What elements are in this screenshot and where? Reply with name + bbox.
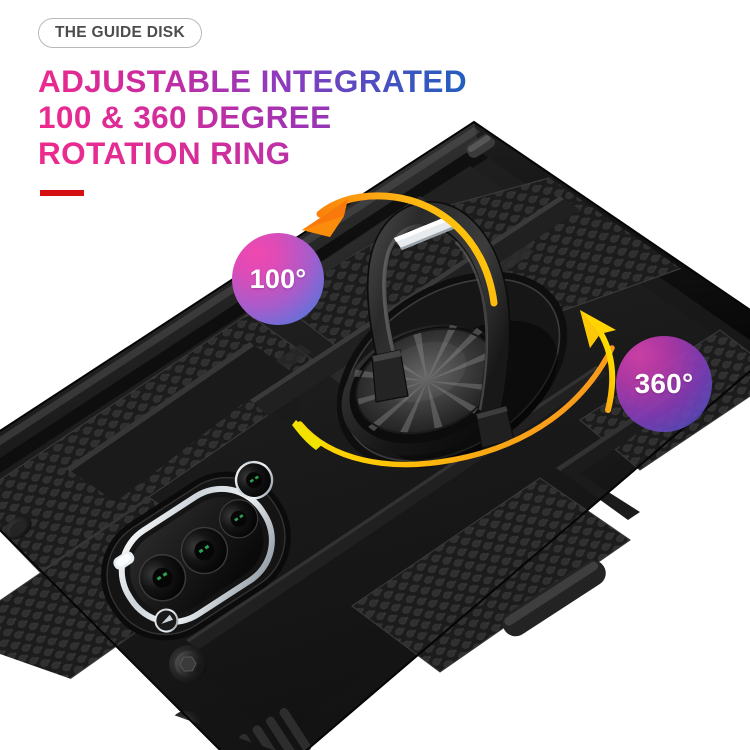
callout-badge-360-label: 360° [634, 368, 694, 399]
guide-disk-badge: THE GUIDE DISK [38, 18, 202, 48]
metal-tab [394, 216, 456, 250]
ring-kickstand[interactable] [323, 201, 583, 492]
page-title: ADJUSTABLE INTEGRATED 100 & 360 DEGREE R… [38, 63, 467, 171]
headline-line-2: 100 & 360 DEGREE [38, 99, 467, 135]
camera-flash [113, 551, 135, 570]
title-underline-rule [40, 190, 84, 196]
headline-line-3: ROTATION RING [38, 135, 467, 171]
camera-sensor [154, 608, 179, 633]
camera-lens [219, 499, 259, 539]
camera-module [101, 460, 291, 641]
tilt-arrow-100-degrees [302, 192, 498, 307]
camera-lens [234, 460, 274, 500]
rotation-arrow-360-degrees [292, 345, 615, 468]
callout-badge-100-label: 100° [249, 263, 307, 294]
rotation-arrowhead-up [580, 310, 616, 413]
callout-badge-100-degrees: 100° [232, 233, 324, 325]
headline-line-1: ADJUSTABLE INTEGRATED [38, 63, 467, 99]
camera-lens [138, 554, 187, 602]
callout-badge-360-degrees: 360° [616, 336, 712, 432]
camera-lens [180, 526, 229, 575]
kickstand-arch[interactable] [366, 201, 515, 449]
guide-disk-badge-label: THE GUIDE DISK [55, 24, 185, 41]
power-button-cover [502, 560, 606, 637]
